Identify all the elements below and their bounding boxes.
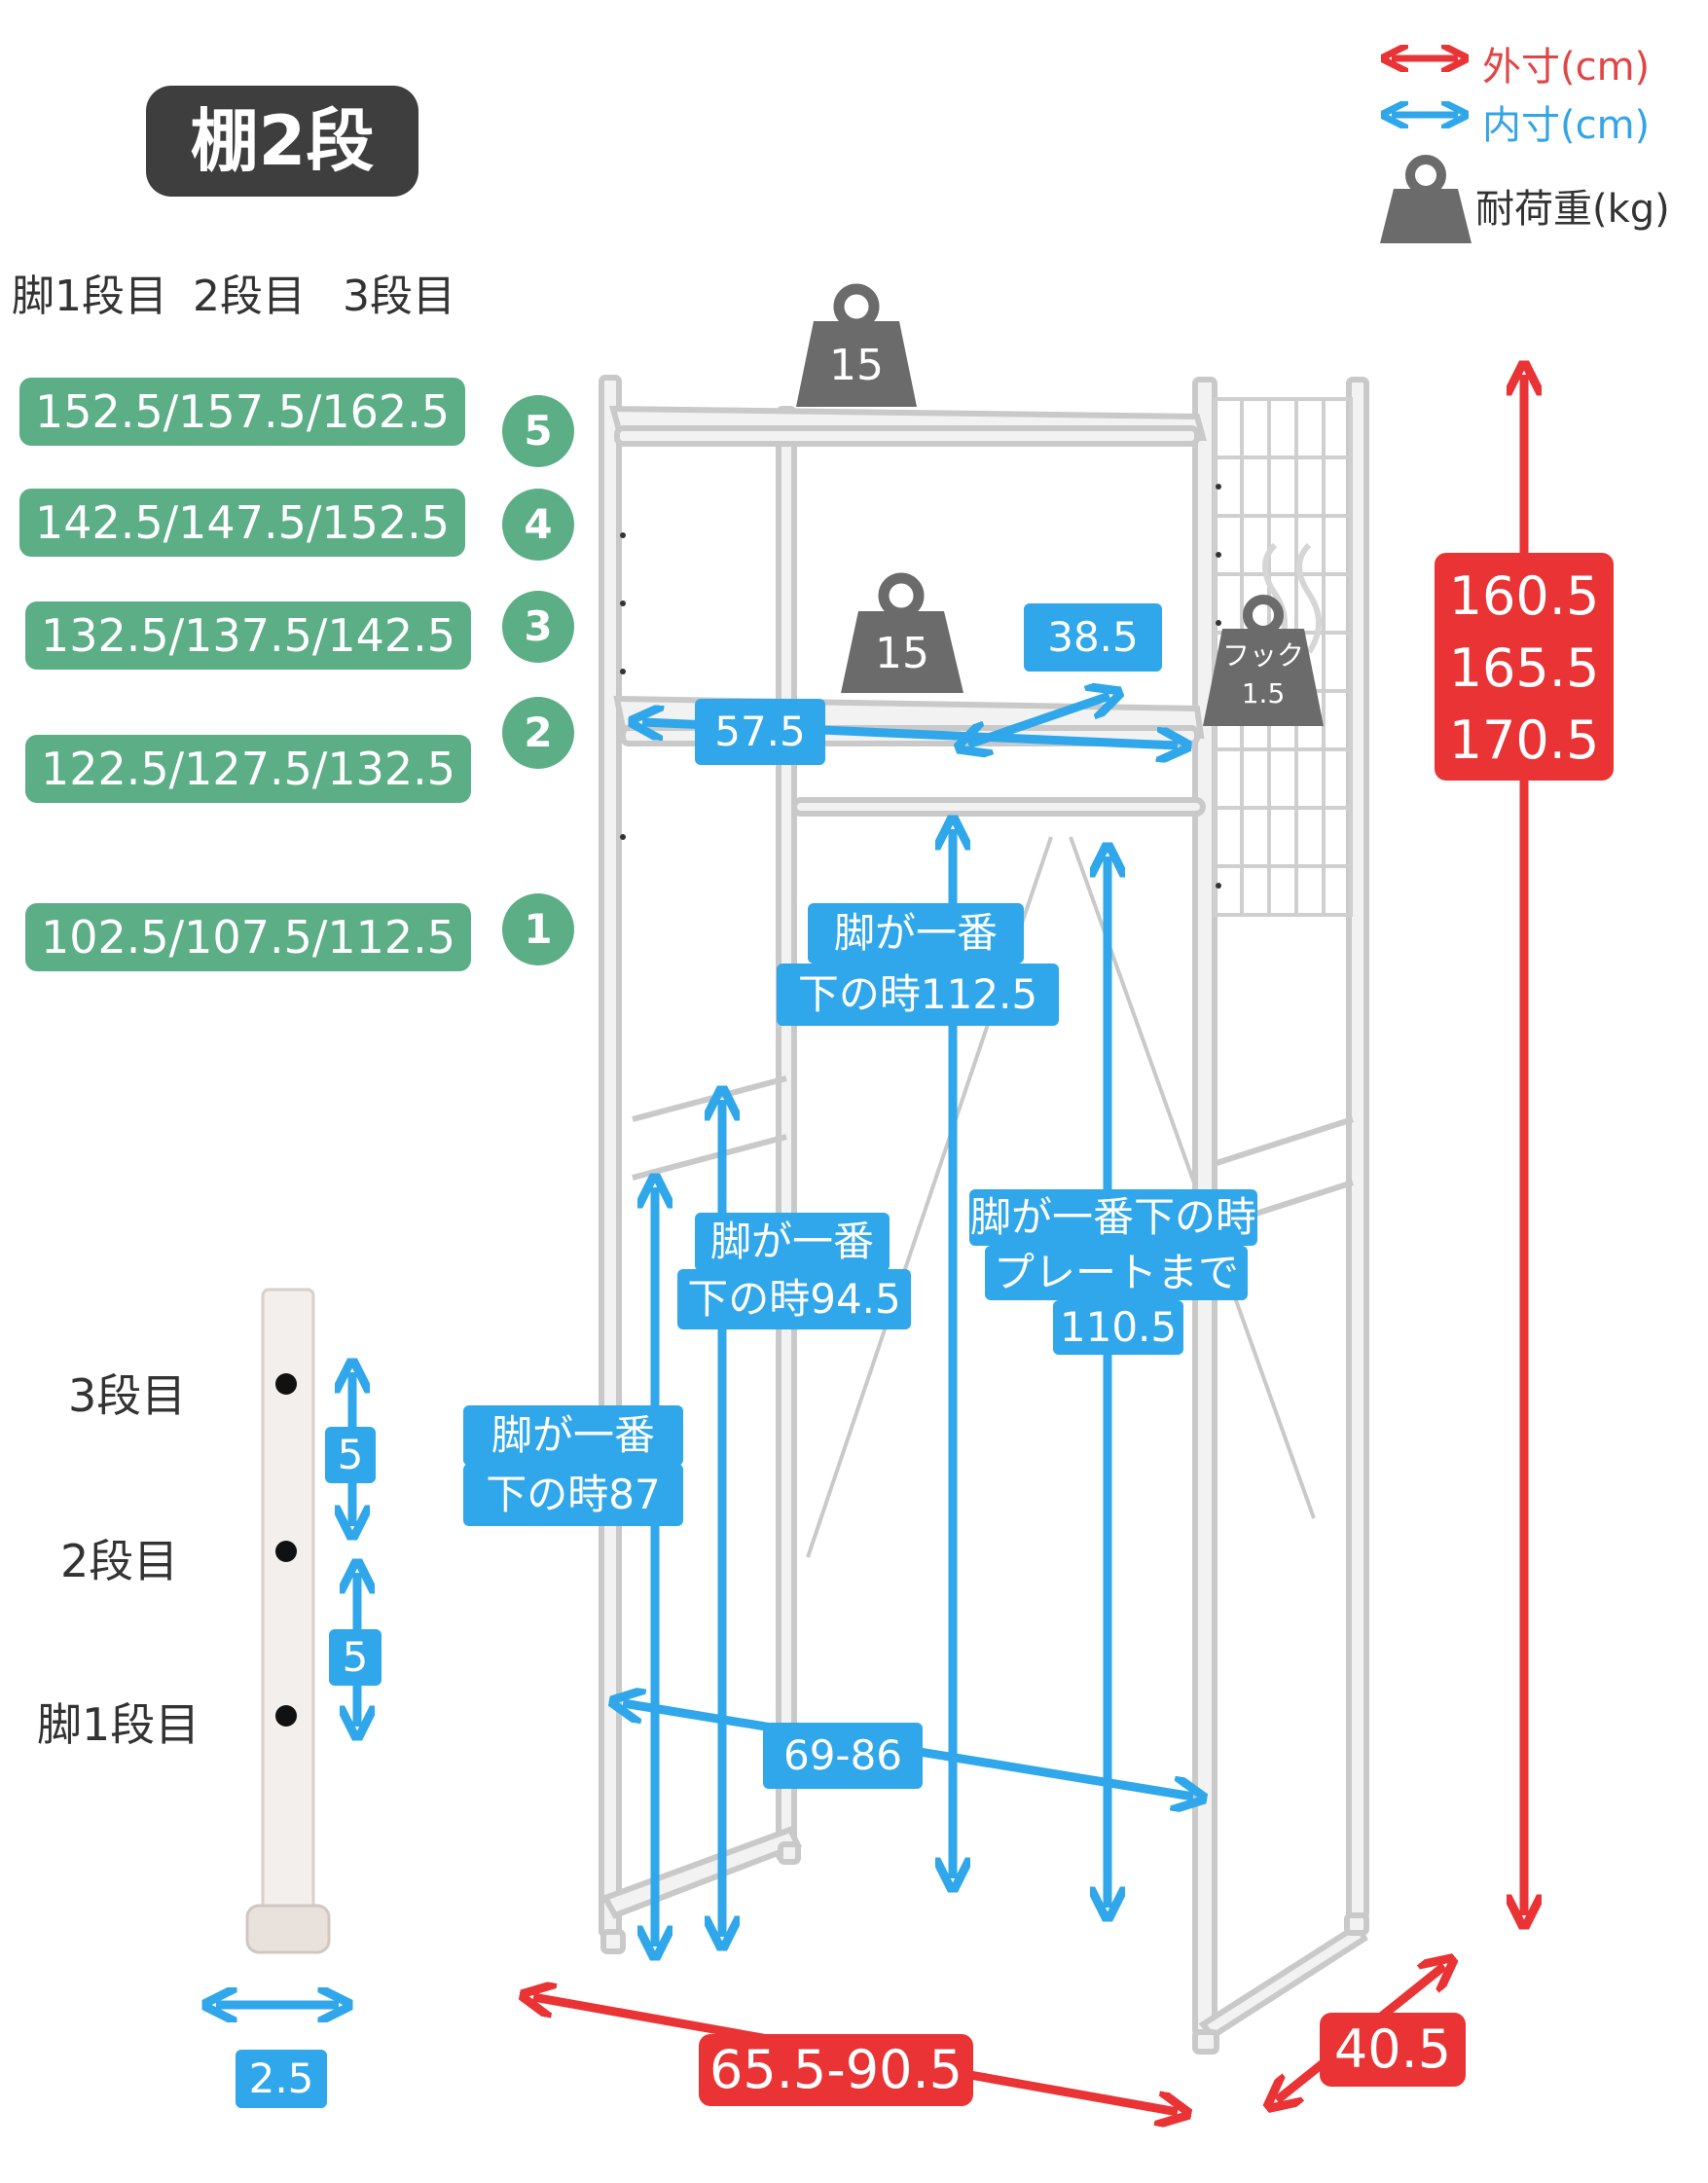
inner-94-line2: 下の時94.5 — [677, 1269, 911, 1329]
outer-depth: 40.5 — [1320, 2013, 1466, 2087]
shelf-level-5-badge: 5 — [502, 395, 574, 467]
load-middle-shelf: 15 — [875, 629, 929, 678]
shelf-level-1-heights: 102.5/107.5/112.5 — [25, 903, 471, 971]
shelf-level-3-badge: 3 — [502, 591, 574, 663]
shelf-level-1-badge: 1 — [502, 893, 574, 965]
outer-dimension-arrows — [533, 58, 1524, 2112]
inner-94-line1: 脚が一番 — [695, 1213, 890, 1271]
load-hook-label: フック — [1221, 639, 1304, 672]
leg-detail-label-2: 2段目 — [60, 1535, 179, 1587]
inner-87-line2: 下の時87 — [463, 1464, 683, 1526]
inner-shelf-width: 57.5 — [695, 699, 825, 765]
legend-inner-label: 内寸(cm) — [1482, 103, 1651, 148]
inner-shelf-depth: 38.5 — [1024, 603, 1162, 672]
load-hook-value: 1.5 — [1241, 677, 1286, 709]
leg-hole-2 — [275, 1541, 297, 1562]
shelf-level-4-badge: 4 — [502, 489, 574, 561]
inner-width: 69-86 — [763, 1723, 923, 1789]
load-top-shelf: 15 — [829, 341, 884, 390]
leg-column-2: 2段目 — [193, 272, 306, 321]
leg-column-3: 3段目 — [343, 272, 455, 321]
leg-hole-1 — [275, 1705, 297, 1727]
outer-heights: 160.5 165.5 170.5 — [1435, 553, 1614, 781]
post-holes — [620, 484, 1221, 889]
shelf-level-5-heights: 152.5/157.5/162.5 — [19, 378, 465, 446]
outer-height-3: 170.5 — [1448, 709, 1600, 771]
inner-plate-line3: 110.5 — [1053, 1300, 1183, 1355]
arrow-shelf-depth — [968, 696, 1109, 745]
leg-column-1: 脚1段目 — [12, 272, 167, 321]
outer-width: 65.5-90.5 — [699, 2034, 973, 2106]
inner-plate-line2: プレートまで — [985, 1246, 1248, 1300]
outer-height-2: 165.5 — [1448, 637, 1600, 699]
shelf-level-3-heights: 132.5/137.5/142.5 — [25, 601, 471, 670]
inner-rod-height-line2: 下の時112.5 — [777, 964, 1059, 1026]
weight-icon-top — [796, 283, 917, 407]
legend-load-label: 耐荷重(kg) — [1475, 187, 1670, 232]
page-title: 棚2段 — [146, 86, 418, 197]
shelf-level-2-badge: 2 — [502, 697, 574, 769]
outer-height-1: 160.5 — [1448, 565, 1600, 627]
leg-detail-label-3: 3段目 — [68, 1369, 187, 1422]
legend-outer-label: 外寸(cm) — [1482, 45, 1651, 90]
inner-87-line1: 脚が一番 — [463, 1405, 683, 1466]
leg-step-2: 5 — [329, 1629, 382, 1686]
inner-rod-height-line1: 脚が一番 — [808, 903, 1024, 964]
weight-icon-hook — [1203, 595, 1324, 726]
leg-diameter: 2.5 — [236, 2050, 327, 2108]
weight-icon-middle — [841, 572, 963, 693]
shelf-level-4-heights: 142.5/147.5/152.5 — [19, 489, 465, 557]
weight-icon-legend — [1380, 155, 1472, 243]
shelf-level-2-heights: 122.5/127.5/132.5 — [25, 735, 471, 803]
leg-step-1: 5 — [325, 1427, 376, 1483]
leg-detail-drawing — [245, 1288, 331, 1954]
leg-detail-label-1: 脚1段目 — [37, 1698, 200, 1751]
leg-hole-3 — [275, 1373, 297, 1395]
inner-plate-line1: 脚が一番下の時 — [969, 1189, 1257, 1246]
